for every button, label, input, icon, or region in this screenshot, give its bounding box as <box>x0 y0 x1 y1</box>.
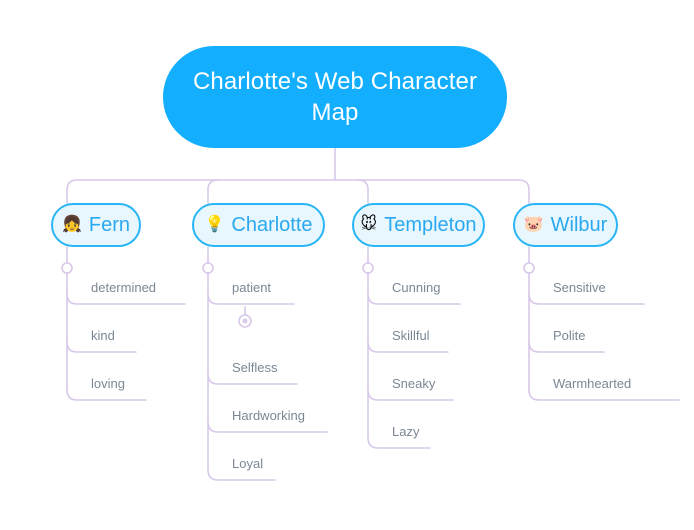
leaf-label[interactable]: Polite <box>553 328 586 343</box>
leaf-label[interactable]: patient <box>232 280 272 295</box>
leaf-label[interactable]: loving <box>91 376 125 391</box>
character-node-label: Templeton <box>384 214 477 236</box>
lightbulb-emoji: 💡 <box>204 216 225 233</box>
leaf-label[interactable]: kind <box>91 328 115 343</box>
character-node-templeton[interactable]: 🐭 Templeton <box>352 203 485 247</box>
leaf-label[interactable]: Sensitive <box>553 280 606 295</box>
mouse-emoji: 🐭 <box>360 216 378 233</box>
branch-elbow-wilbur <box>518 179 530 204</box>
branch-elbow-fern <box>66 179 78 204</box>
leaf-label[interactable]: determined <box>91 280 157 295</box>
leaf-label[interactable]: Sneaky <box>392 376 436 391</box>
collapsed-marker-ring[interactable] <box>238 314 252 328</box>
leaf-label[interactable]: Cunning <box>392 280 441 295</box>
leaf-label[interactable]: Warmhearted <box>553 376 632 391</box>
girl-emoji: 👧 <box>61 216 82 233</box>
leaf-label[interactable]: Skillful <box>392 328 430 343</box>
branch-collapse-ring-templeton[interactable] <box>362 262 374 274</box>
character-node-label: Charlotte <box>231 214 313 236</box>
leaf-label[interactable]: Lazy <box>392 424 420 439</box>
root-node[interactable]: Charlotte's Web Character Map <box>163 46 507 148</box>
character-node-charlotte[interactable]: 💡 Charlotte <box>192 203 325 247</box>
branch-collapse-ring-charlotte[interactable] <box>202 262 214 274</box>
character-node-label: Wilbur <box>550 214 608 236</box>
collapsed-marker-dot <box>242 318 248 324</box>
root-node-label: Charlotte's Web Character Map <box>192 68 478 126</box>
character-node-fern[interactable]: 👧 Fern <box>51 203 141 247</box>
branch-elbow-charlotte <box>207 179 219 204</box>
character-node-wilbur[interactable]: 🐷 Wilbur <box>513 203 618 247</box>
leaf-label[interactable]: Hardworking <box>232 408 305 423</box>
leaf-label[interactable]: Selfless <box>232 360 278 375</box>
leaf-label[interactable]: Loyal <box>232 456 264 471</box>
branch-elbow-templeton <box>357 179 369 204</box>
character-node-label: Fern <box>88 214 131 236</box>
branch-collapse-ring-wilbur[interactable] <box>523 262 535 274</box>
branch-collapse-ring-fern[interactable] <box>61 262 73 274</box>
pig-emoji: 🐷 <box>523 216 544 233</box>
